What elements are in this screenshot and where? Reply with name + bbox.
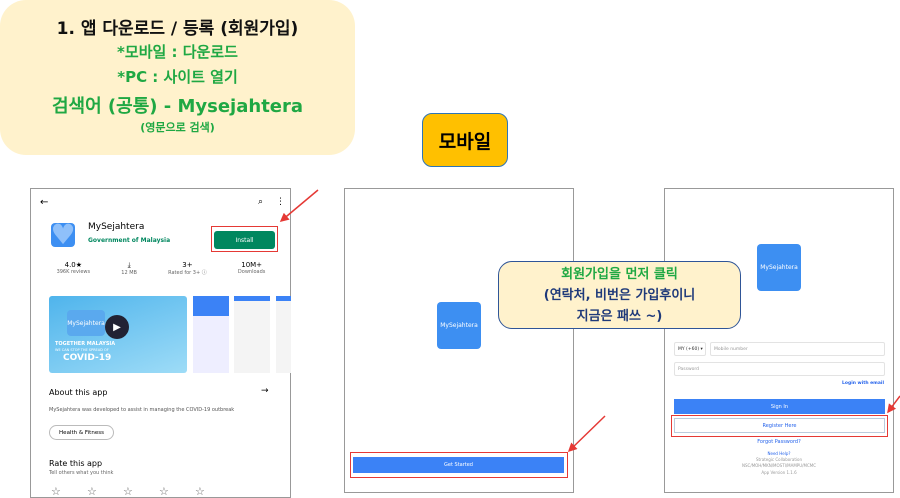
about-title[interactable]: About this app <box>49 388 108 397</box>
password-input[interactable]: Password <box>674 362 885 376</box>
login-with-email-link[interactable]: Login with email <box>842 381 884 386</box>
highlight-box <box>211 226 278 252</box>
app-icon: ♥ <box>50 218 76 251</box>
highlight-box <box>671 415 888 437</box>
need-help-link[interactable]: Need Help? <box>767 451 791 456</box>
callout-note: 회원가입을 먼저 클릭 (연락처, 비번은 가입후이니 지금은 패쓰 ~) <box>498 261 741 329</box>
promo-video[interactable]: MySejahtera ▶ TOGETHER MALAYSIA WE CAN S… <box>49 296 187 373</box>
callout-line: 회원가입을 먼저 클릭 <box>561 267 678 282</box>
video-caption: WE CAN STOP THE SPREAD OF <box>55 348 109 352</box>
arrow-icon <box>567 415 606 453</box>
highlight-box <box>350 452 568 478</box>
version-text: App Version 1.1.6 <box>761 470 797 475</box>
mobile-badge: 모바일 <box>422 113 508 167</box>
rate-title: Rate this app <box>49 459 103 468</box>
note-title: 1. 앱 다운로드 / 등록 (회원가입) <box>56 19 299 39</box>
rate-subtitle: Tell others what you think <box>49 470 114 476</box>
arrow-right-icon[interactable]: → <box>261 386 269 396</box>
note-mobile: *모바일 : 다운로드 <box>117 43 238 61</box>
callout-line: (연락처, 비번은 가입후이니 <box>543 288 696 303</box>
app-logo: MySejahtera <box>437 302 481 349</box>
search-icon[interactable]: ⌕ <box>258 197 264 207</box>
install-button[interactable]: Install <box>214 231 275 249</box>
instruction-note: 1. 앱 다운로드 / 등록 (회원가입) *모바일 : 다운로드 *PC : … <box>0 0 355 155</box>
note-search: 검색어 (공통) - Mysejahtera <box>51 96 304 117</box>
welcome-screen: MySejahtera Get Started <box>344 188 574 493</box>
star-icon[interactable]: ☆ <box>51 485 61 498</box>
login-screen: MySejahtera MY (+60) ▾ Mobile number Pas… <box>664 188 894 493</box>
star-icon[interactable]: ☆ <box>123 485 133 498</box>
note-search-hint: (영문으로 검색) <box>140 121 215 134</box>
screenshot-thumb[interactable] <box>234 296 270 373</box>
arrow-icon <box>887 395 900 414</box>
app-logo: MySejahtera <box>757 244 801 291</box>
callout-line: 지금은 패쓰 ~) <box>576 309 663 324</box>
star-icon[interactable]: ☆ <box>87 485 97 498</box>
register-button[interactable]: Register Here <box>674 418 885 433</box>
play-icon[interactable]: ▶ <box>105 315 129 339</box>
app-name: MySejahtera <box>88 222 145 232</box>
video-caption: COVID-19 <box>63 353 112 363</box>
get-started-button[interactable]: Get Started <box>353 457 564 473</box>
mobile-number-input[interactable]: Mobile number <box>710 342 885 356</box>
stat-downloads: 10M+Downloads <box>237 261 266 275</box>
developer-link[interactable]: Government of Malaysia <box>88 237 171 244</box>
note-pc: *PC : 사이트 열기 <box>117 68 238 86</box>
category-chip[interactable]: Health & Fitness <box>49 425 114 440</box>
stat-size: ⤓12 MB <box>121 261 137 276</box>
logo-text: MySejahtera <box>440 322 478 329</box>
play-store-screen: ← ⌕ ⋮ ♥ MySejahtera Government of Malays… <box>30 188 291 498</box>
screenshot-thumb[interactable] <box>193 296 229 373</box>
stats-row: 4.0★396K reviews ⤓12 MB 3+Rated for 3+ ⓘ… <box>41 261 281 283</box>
star-icon[interactable]: ☆ <box>159 485 169 498</box>
video-caption: TOGETHER MALAYSIA <box>55 341 116 347</box>
stat-age: 3+Rated for 3+ ⓘ <box>168 261 207 276</box>
star-icon[interactable]: ☆ <box>195 485 205 498</box>
country-code-select[interactable]: MY (+60) ▾ <box>674 342 706 356</box>
arrow-icon <box>279 189 319 222</box>
agencies-text: NSC/MOH/MKN/MOSTI/MAMPU/MCMC <box>742 463 816 468</box>
back-arrow-icon[interactable]: ← <box>40 197 49 208</box>
sign-in-button[interactable]: Sign In <box>674 399 885 414</box>
logo-text: MySejahtera <box>760 264 798 271</box>
forgot-password-link[interactable]: Forgot Password? <box>757 439 801 445</box>
screenshot-thumb[interactable] <box>276 296 291 373</box>
stat-rating: 4.0★396K reviews <box>56 261 91 275</box>
more-vert-icon[interactable]: ⋮ <box>276 197 285 207</box>
about-description: MySejahtera was developed to assist in m… <box>49 407 235 413</box>
video-logo: MySejahtera <box>67 310 105 336</box>
collab-text: Strategic Collaboration <box>755 457 802 462</box>
